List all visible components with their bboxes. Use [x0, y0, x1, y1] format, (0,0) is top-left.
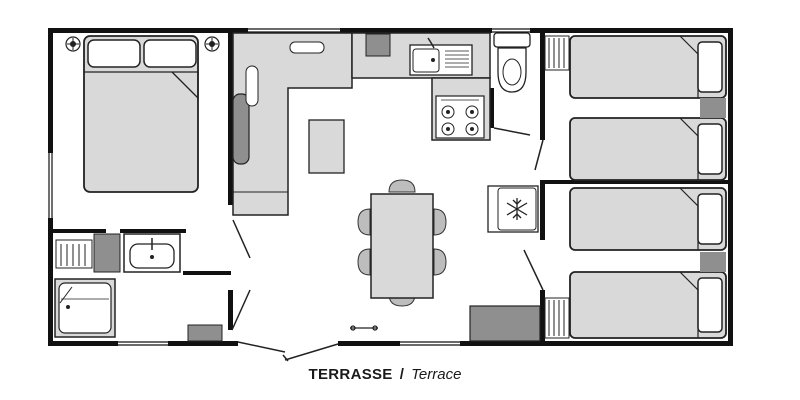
terrace-caption: TERRASSE / Terrace: [0, 366, 770, 383]
towel-rail: [544, 35, 570, 71]
heater: [487, 185, 539, 233]
double-bed: [83, 35, 199, 193]
washbasin: [123, 233, 181, 273]
outer-walls: [48, 28, 733, 346]
caption-separator: /: [399, 366, 404, 383]
storage-unit: [469, 305, 541, 342]
door-handle: [350, 325, 378, 331]
single-bed: [569, 117, 727, 181]
windows: [48, 28, 530, 346]
twin-bedroom-1: [544, 35, 727, 181]
shower: [54, 278, 116, 338]
sink: [409, 37, 473, 76]
single-bed: [569, 271, 727, 339]
bench-seat: [232, 32, 353, 216]
stove: [435, 95, 485, 139]
single-bed: [569, 35, 727, 99]
caption-main: TERRASSE: [308, 366, 393, 383]
interior-walls: [53, 30, 728, 346]
twin-bedroom-2: [544, 187, 727, 339]
cabinet: [93, 233, 121, 273]
kitchen-counter: [351, 32, 491, 141]
master-bedroom: [65, 35, 220, 193]
single-bed: [569, 187, 727, 251]
coffee-table: [308, 119, 345, 174]
toilet: [493, 32, 531, 93]
towel-rail: [55, 239, 93, 269]
living-kitchen: [187, 32, 541, 342]
wardrobe: [187, 324, 223, 342]
bedside-shelf: [700, 98, 726, 118]
bedside-shelf: [700, 252, 726, 272]
caption-translation: Terrace: [411, 366, 462, 383]
doors: [231, 127, 544, 362]
snowflake-icon: [506, 198, 528, 220]
dining-set: [357, 179, 447, 307]
bathroom: [54, 233, 181, 338]
dining-table: [370, 193, 434, 299]
towel-rail: [544, 297, 570, 339]
